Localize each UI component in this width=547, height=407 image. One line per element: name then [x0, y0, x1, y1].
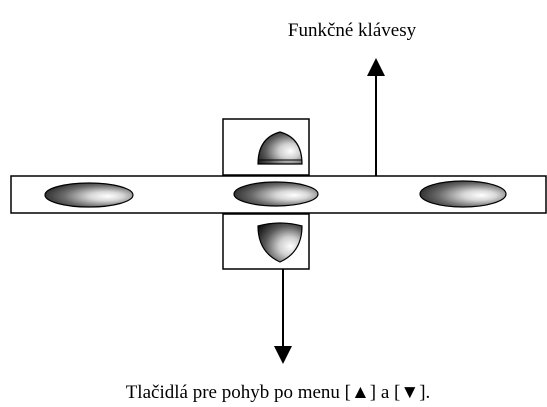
arrow-icon-up	[367, 58, 385, 176]
function-key-middle-oval-button-icon[interactable]	[233, 181, 319, 207]
menu-navigation-label: Tlačidlá pre pohyb po menu [▲] a [▼].	[126, 382, 431, 403]
down-key-shield-button-icon[interactable]	[257, 222, 303, 263]
function-key-right-oval-button-icon[interactable]	[419, 180, 507, 208]
function-key-left-oval-button-icon[interactable]	[44, 182, 134, 208]
arrow-icon-down	[274, 269, 292, 364]
up-key-dome-button-icon[interactable]	[257, 131, 303, 165]
function-keys-label: Funkčné klávesy	[288, 20, 417, 41]
